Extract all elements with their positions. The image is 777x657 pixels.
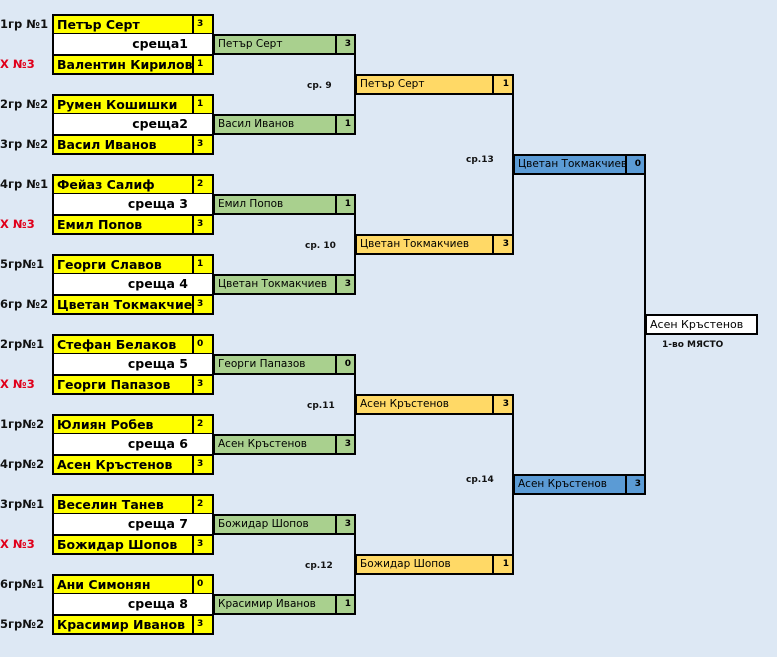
player-score-cell[interactable]: 1	[192, 54, 214, 75]
player-score-cell[interactable]: 3	[192, 374, 214, 395]
match-label: среща 6	[52, 434, 214, 454]
player-name-cell[interactable]: Цветан Токмакчиев	[52, 294, 194, 315]
player-name-cell[interactable]: Стефан Белаков	[52, 334, 194, 355]
round3-winner-cell[interactable]: Цветан Токмакчиев	[513, 154, 627, 175]
player-score-cell[interactable]: 0	[192, 334, 214, 355]
player-score-cell[interactable]: 3	[192, 14, 214, 35]
seed-label: 4гр№2	[0, 457, 45, 471]
round1-score-cell[interactable]: 3	[335, 34, 356, 55]
round1-score-cell[interactable]: 1	[335, 114, 356, 135]
round1-winner-cell[interactable]: Асен Кръстенов	[213, 434, 337, 455]
match-label: ср.13	[466, 155, 494, 165]
player-name-cell[interactable]: Петър Серт	[52, 14, 194, 35]
player-score-cell[interactable]: 2	[192, 174, 214, 195]
player-score-cell[interactable]: 2	[192, 414, 214, 435]
player-name-cell[interactable]: Валентин Кирилов Ст	[52, 54, 194, 75]
champion-label: 1-во МЯСТО	[662, 340, 724, 350]
player-name-cell[interactable]: Божидар Шопов	[52, 534, 194, 555]
round1-score-cell[interactable]: 1	[335, 594, 356, 615]
round1-winner-cell[interactable]: Георги Папазов	[213, 354, 337, 375]
player-name-cell[interactable]: Георги Папазов	[52, 374, 194, 395]
round2-score-cell[interactable]: 1	[492, 74, 514, 95]
seed-label: 6гр№1	[0, 577, 45, 591]
player-name-cell[interactable]: Васил Иванов	[52, 134, 194, 155]
match-label: среща 8	[52, 594, 214, 614]
seed-label: Х №3	[0, 57, 35, 71]
round1-score-cell[interactable]: 0	[335, 354, 356, 375]
seed-label: 3гр№1	[0, 497, 45, 511]
match-label: среща1	[52, 34, 214, 54]
seed-label: 2гр№1	[0, 337, 45, 351]
match-label: ср. 9	[307, 81, 332, 91]
player-score-cell[interactable]: 1	[192, 94, 214, 115]
match-label: ср.14	[466, 475, 494, 485]
round2-winner-cell[interactable]: Цветан Токмакчиев	[355, 234, 494, 255]
player-name-cell[interactable]: Веселин Танев	[52, 494, 194, 515]
match-label: ср. 10	[305, 241, 336, 251]
round1-score-cell[interactable]: 3	[335, 434, 356, 455]
player-score-cell[interactable]: 2	[192, 494, 214, 515]
match-label: ср.11	[307, 401, 335, 411]
player-score-cell[interactable]: 3	[192, 454, 214, 475]
player-name-cell[interactable]: Георги Славов	[52, 254, 194, 275]
seed-label: 2гр №2	[0, 97, 49, 111]
player-name-cell[interactable]: Емил Попов	[52, 214, 194, 235]
round2-score-cell[interactable]: 1	[492, 554, 514, 575]
round3-score-cell[interactable]: 3	[625, 474, 646, 495]
player-score-cell[interactable]: 3	[192, 534, 214, 555]
round3-score-cell[interactable]: 0	[625, 154, 646, 175]
round1-score-cell[interactable]: 1	[335, 194, 356, 215]
round1-winner-cell[interactable]: Петър Серт	[213, 34, 337, 55]
seed-label: Х №3	[0, 377, 35, 391]
player-name-cell[interactable]: Юлиян Робев	[52, 414, 194, 435]
player-name-cell[interactable]: Румен Кошишки	[52, 94, 194, 115]
seed-label: 5гр№2	[0, 617, 45, 631]
round1-winner-cell[interactable]: Васил Иванов	[213, 114, 337, 135]
round1-winner-cell[interactable]: Цветан Токмакчиев	[213, 274, 337, 295]
seed-label: 3гр №2	[0, 137, 49, 151]
round1-winner-cell[interactable]: Красимир Иванов	[213, 594, 337, 615]
player-score-cell[interactable]: 3	[192, 214, 214, 235]
match-label: ср.12	[305, 561, 333, 571]
match-label: среща 7	[52, 514, 214, 534]
player-score-cell[interactable]: 3	[192, 134, 214, 155]
round1-winner-cell[interactable]: Божидар Шопов	[213, 514, 337, 535]
round3-winner-cell[interactable]: Асен Кръстенов	[513, 474, 627, 495]
match-label: среща2	[52, 114, 214, 134]
round1-score-cell[interactable]: 3	[335, 514, 356, 535]
player-name-cell[interactable]: Ани Симонян	[52, 574, 194, 595]
match-label: среща 4	[52, 274, 214, 294]
player-name-cell[interactable]: Красимир Иванов	[52, 614, 194, 635]
champion-cell[interactable]: Асен Кръстенов	[645, 314, 758, 335]
player-score-cell[interactable]: 1	[192, 254, 214, 275]
round2-winner-cell[interactable]: Петър Серт	[355, 74, 494, 95]
round2-winner-cell[interactable]: Божидар Шопов	[355, 554, 494, 575]
player-score-cell[interactable]: 3	[192, 614, 214, 635]
player-name-cell[interactable]: Фейаз Салиф	[52, 174, 194, 195]
seed-label: 1гр№2	[0, 417, 45, 431]
round2-score-cell[interactable]: 3	[492, 234, 514, 255]
match-label: среща 5	[52, 354, 214, 374]
player-score-cell[interactable]: 3	[192, 294, 214, 315]
seed-label: Х №3	[0, 217, 35, 231]
round2-winner-cell[interactable]: Асен Кръстенов	[355, 394, 494, 415]
seed-label: Х №3	[0, 537, 35, 551]
round2-score-cell[interactable]: 3	[492, 394, 514, 415]
seed-label: 1гр №1	[0, 17, 49, 31]
round1-winner-cell[interactable]: Емил Попов	[213, 194, 337, 215]
seed-label: 5гр№1	[0, 257, 45, 271]
player-score-cell[interactable]: 0	[192, 574, 214, 595]
seed-label: 4гр №1	[0, 177, 49, 191]
round1-score-cell[interactable]: 3	[335, 274, 356, 295]
player-name-cell[interactable]: Асен Кръстенов	[52, 454, 194, 475]
seed-label: 6гр №2	[0, 297, 49, 311]
match-label: среща 3	[52, 194, 214, 214]
